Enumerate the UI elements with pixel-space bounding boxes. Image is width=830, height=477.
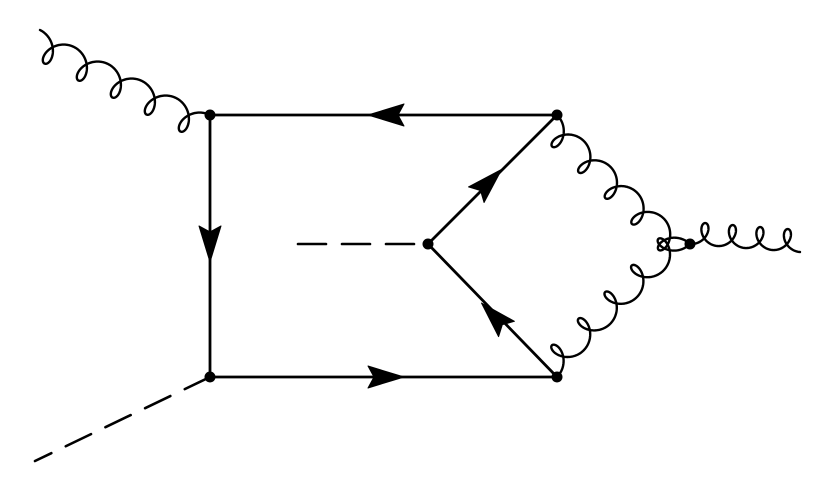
arrow-left — [198, 225, 222, 263]
arrow-inner-upper — [467, 168, 503, 204]
gluon-lower-right — [550, 237, 692, 379]
vertex-top-right — [551, 109, 563, 121]
outgoing-gluon — [688, 221, 802, 254]
vertex-bottom-right — [551, 371, 563, 383]
incoming-scalar — [33, 375, 212, 463]
arrow-top — [367, 103, 405, 127]
gluon-upper-right — [550, 113, 692, 252]
incoming-gluon — [38, 28, 212, 134]
vertex-bottom-left — [204, 371, 216, 383]
vertex-top-left — [204, 109, 216, 121]
vertex-right — [684, 238, 696, 250]
arrow-inner-lower — [480, 302, 515, 338]
vertex-middle — [422, 238, 434, 250]
arrow-bottom — [367, 365, 405, 389]
